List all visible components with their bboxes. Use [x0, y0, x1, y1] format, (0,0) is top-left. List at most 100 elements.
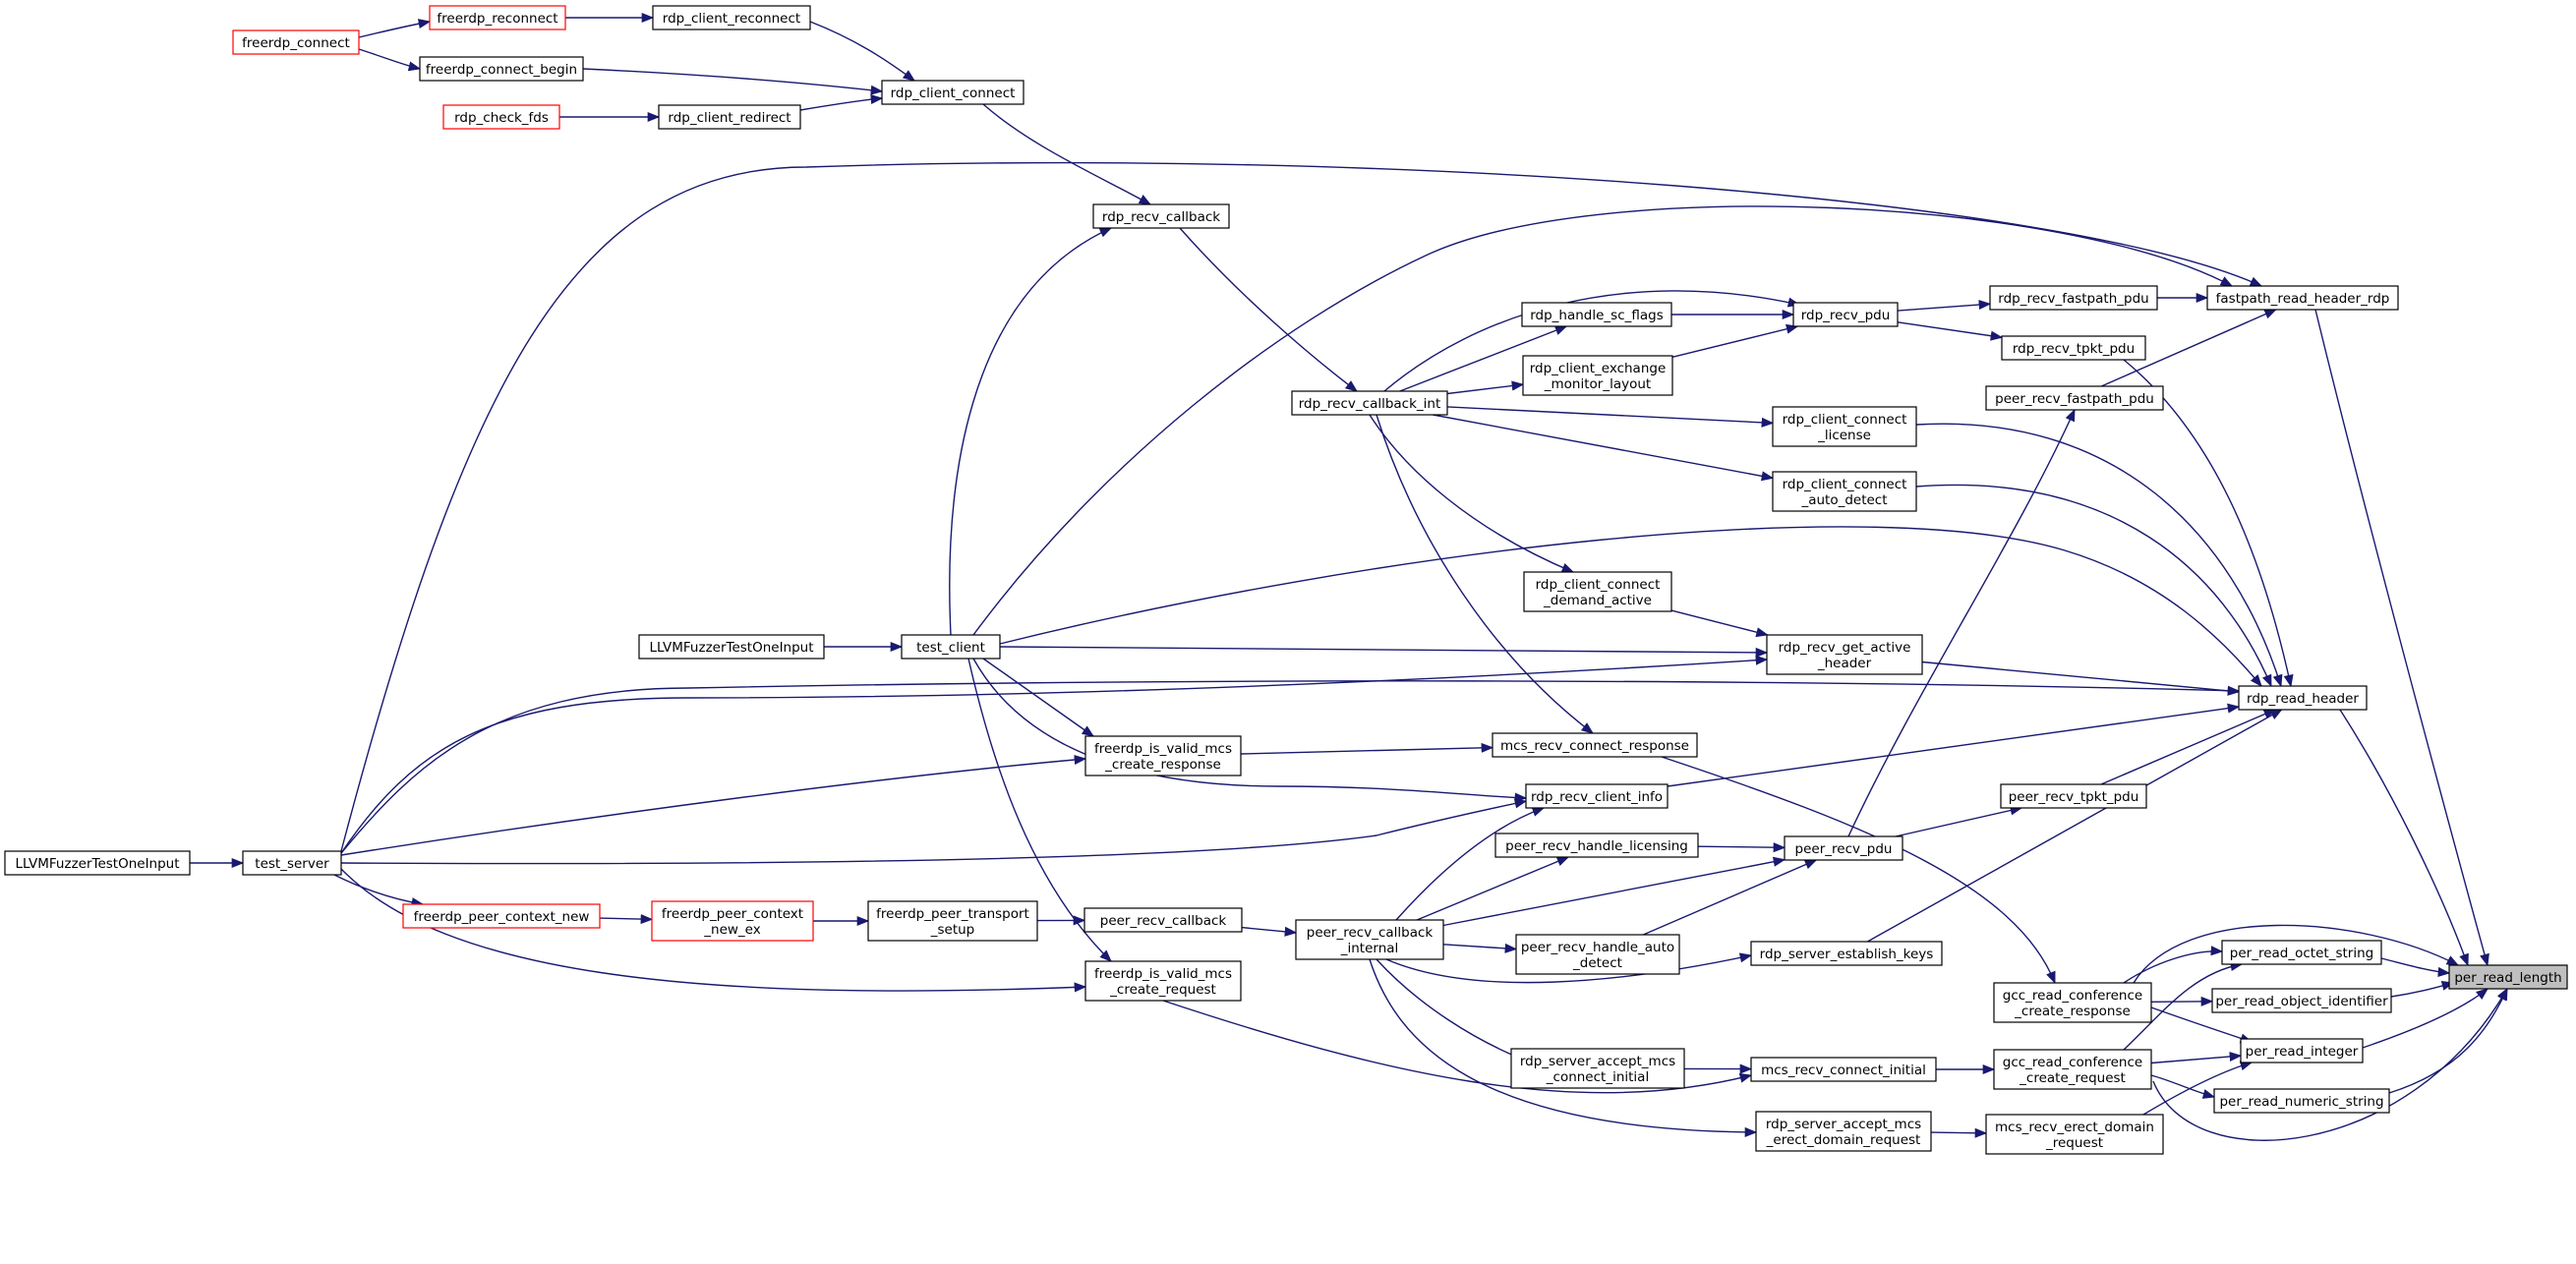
node-freerdp-connect-begin[interactable]: freerdp_connect_begin [419, 56, 584, 82]
edge-mcs_recv_erect_domain_request-to-per_read_integer [2142, 1061, 2254, 1116]
edge-freerdp_is_valid_mcs_create_request-to-mcs_recv_connect_initial [1162, 1000, 1753, 1094]
node-label: freerdp_is_valid_mcs [1094, 966, 1232, 982]
node-label: rdp_client_connect [1783, 477, 1907, 492]
node-rdp-client-connect-auto-detect[interactable]: rdp_client_connect_auto_detect [1772, 471, 1917, 512]
node-peer-recv-callback[interactable]: peer_recv_callback [1083, 907, 1243, 933]
node-box [2206, 285, 2399, 311]
node-label: mcs_recv_connect_response [1500, 738, 1689, 754]
node-rdp-recv-tpkt-pdu[interactable]: rdp_recv_tpkt_pdu [2001, 335, 2146, 361]
edge-test_server-to-rdp_read_header [340, 680, 2241, 854]
node-label: _create_response [2014, 1004, 2131, 1019]
node-rdp-recv-client-info[interactable]: rdp_recv_client_info [1525, 783, 1669, 809]
node-rdp-client-exchange-monitor-layout[interactable]: rdp_client_exchange_monitor_layout [1522, 355, 1673, 396]
node-llvm-fuzzer-client[interactable]: LLVMFuzzerTestOneInput [638, 634, 825, 660]
node-peer-recv-callback-internal[interactable]: peer_recv_callback_internal [1295, 919, 1444, 960]
edge-peer_recv_handle_auto_detect-to-peer_recv_pdu [1643, 859, 1818, 936]
node-freerdp-is-valid-mcs-create-request[interactable]: freerdp_is_valid_mcs_create_request [1084, 960, 1242, 1002]
node-rdp-recv-callback-int[interactable]: rdp_recv_callback_int [1291, 390, 1448, 416]
node-box [1784, 835, 1903, 861]
node-peer-recv-pdu[interactable]: peer_recv_pdu [1784, 835, 1903, 861]
node-box [1993, 982, 2152, 1023]
edge-gcc_read_conference_create_response-to-per_read_object_identifier [2150, 996, 2214, 1006]
call-edges [190, 12, 2508, 1141]
edge-rdp_client_reconnect-to-rdp_client_connect [809, 21, 916, 82]
node-label: per_read_object_identifier [2215, 994, 2388, 1009]
node-box [1772, 406, 1917, 447]
node-peer-recv-handle-auto-detect[interactable]: peer_recv_handle_auto_detect [1515, 934, 1680, 975]
node-test-server[interactable]: test_server [242, 850, 342, 876]
edge-per_read_object_identifier-to-per_read_length [2390, 981, 2455, 998]
node-label: rdp_handle_sc_flags [1530, 308, 1664, 323]
node-box [1755, 1111, 1932, 1152]
node-rdp-server-accept-mcs-erect-domain-request[interactable]: rdp_server_accept_mcs_erect_domain_reque… [1755, 1111, 1932, 1152]
node-label: freerdp_peer_context_new [414, 909, 590, 925]
node-box [429, 5, 566, 30]
node-freerdp-peer-context-new-ex[interactable]: freerdp_peer_context_new_ex [651, 900, 814, 942]
node-peer-recv-fastpath-pdu[interactable]: peer_recv_fastpath_pdu [1985, 385, 2164, 411]
node-per-read-object-identifier[interactable]: per_read_object_identifier [2211, 988, 2392, 1013]
node-peer-recv-handle-licensing[interactable]: peer_recv_handle_licensing [1494, 833, 1699, 858]
node-label: peer_recv_pdu [1795, 841, 1893, 857]
node-label: rdp_recv_callback [1102, 209, 1220, 225]
node-rdp-client-connect-license[interactable]: rdp_client_connect_license [1772, 406, 1917, 447]
edge-rdp_recv_get_active_header-to-rdp_read_header [1921, 661, 2241, 696]
node-gcc-read-conference-create-response[interactable]: gcc_read_conference_create_response [1993, 982, 2152, 1023]
node-peer-recv-tpkt-pdu[interactable]: peer_recv_tpkt_pdu [2000, 783, 2147, 809]
node-label: _erect_domain_request [1766, 1132, 1921, 1148]
node-per-read-octet-string[interactable]: per_read_octet_string [2221, 940, 2382, 965]
node-label: _auto_detect [1800, 492, 1887, 508]
node-box [652, 5, 811, 30]
edge-gcc_read_conference_create_request-to-per_read_length [2152, 987, 2508, 1141]
node-label: _setup [930, 922, 975, 938]
node-label: freerdp_peer_transport [876, 906, 1029, 922]
node-rdp-server-establish-keys[interactable]: rdp_server_establish_keys [1750, 941, 1943, 966]
node-freerdp-connect[interactable]: freerdp_connect [232, 29, 360, 55]
node-rdp-client-connect[interactable]: rdp_client_connect [881, 80, 1025, 105]
node-label: _request [2045, 1135, 2103, 1151]
node-per-read-numeric-string[interactable]: per_read_numeric_string [2213, 1088, 2390, 1114]
node-freerdp-peer-context-new[interactable]: freerdp_peer_context_new [402, 903, 601, 929]
node-box [1989, 285, 2158, 311]
node-per-read-integer[interactable]: per_read_integer [2240, 1038, 2364, 1063]
node-label: rdp_client_redirect [668, 110, 790, 126]
node-fastpath-read-header-rdp[interactable]: fastpath_read_header_rdp [2206, 285, 2399, 311]
node-rdp-read-header[interactable]: rdp_read_header [2238, 685, 2368, 711]
node-rdp-client-connect-demand-active[interactable]: rdp_client_connect_demand_active [1523, 571, 1672, 612]
node-gcc-read-conference-create-request[interactable]: gcc_read_conference_create_request [1993, 1049, 2152, 1090]
node-rdp-client-redirect[interactable]: rdp_client_redirect [658, 104, 801, 130]
node-freerdp-peer-transport-setup[interactable]: freerdp_peer_transport_setup [867, 900, 1038, 942]
node-freerdp-is-valid-mcs-create-response[interactable]: freerdp_is_valid_mcs_create_response [1084, 735, 1242, 776]
node-label: rdp_client_connect [1783, 412, 1907, 428]
node-rdp-server-accept-mcs-connect-initial[interactable]: rdp_server_accept_mcs_connect_initial [1510, 1048, 1685, 1089]
node-mcs-recv-connect-initial[interactable]: mcs_recv_connect_initial [1750, 1057, 1937, 1082]
node-rdp-handle-sc-flags[interactable]: rdp_handle_sc_flags [1521, 302, 1672, 327]
node-box [1291, 390, 1448, 416]
node-rdp-check-fds[interactable]: rdp_check_fds [442, 104, 560, 130]
node-label: test_server [255, 856, 329, 872]
node-label: rdp_server_accept_mcs [1520, 1054, 1675, 1069]
node-label: mcs_recv_erect_domain [1995, 1120, 2154, 1135]
node-freerdp-reconnect[interactable]: freerdp_reconnect [429, 5, 566, 30]
node-rdp-client-reconnect[interactable]: rdp_client_reconnect [652, 5, 811, 30]
edge-test_client-to-freerdp_is_valid_mcs_create_request [967, 658, 1112, 962]
node-label: _monitor_layout [1544, 376, 1651, 392]
node-rdp-recv-callback[interactable]: rdp_recv_callback [1092, 203, 1230, 229]
node-label: _create_response [1104, 757, 1221, 773]
node-label: rdp_client_reconnect [663, 11, 800, 27]
node-box [1985, 385, 2164, 411]
node-label: _create_request [2019, 1070, 2126, 1086]
node-label: rdp_recv_fastpath_pdu [1998, 291, 2148, 307]
edge-peer_recv_callback_internal-to-peer_recv_handle_licensing [1416, 856, 1570, 921]
node-label: _header [1817, 656, 1872, 671]
node-llvm-fuzzer-server[interactable]: LLVMFuzzerTestOneInput [4, 850, 191, 876]
node-mcs-recv-connect-response[interactable]: mcs_recv_connect_response [1492, 732, 1698, 758]
node-rdp-recv-get-active-header[interactable]: rdp_recv_get_active_header [1766, 634, 1923, 675]
node-box [1750, 1057, 1937, 1082]
node-rdp-recv-fastpath-pdu[interactable]: rdp_recv_fastpath_pdu [1989, 285, 2158, 311]
node-mcs-recv-erect-domain-request[interactable]: mcs_recv_erect_domain_request [1985, 1114, 2164, 1155]
node-test-client[interactable]: test_client [901, 634, 1001, 660]
node-per-read-length[interactable]: per_read_length [2448, 964, 2568, 990]
node-box [1766, 634, 1923, 675]
node-rdp-recv-pdu[interactable]: rdp_recv_pdu [1792, 302, 1899, 327]
node-label: peer_recv_fastpath_pdu [1995, 391, 2154, 407]
